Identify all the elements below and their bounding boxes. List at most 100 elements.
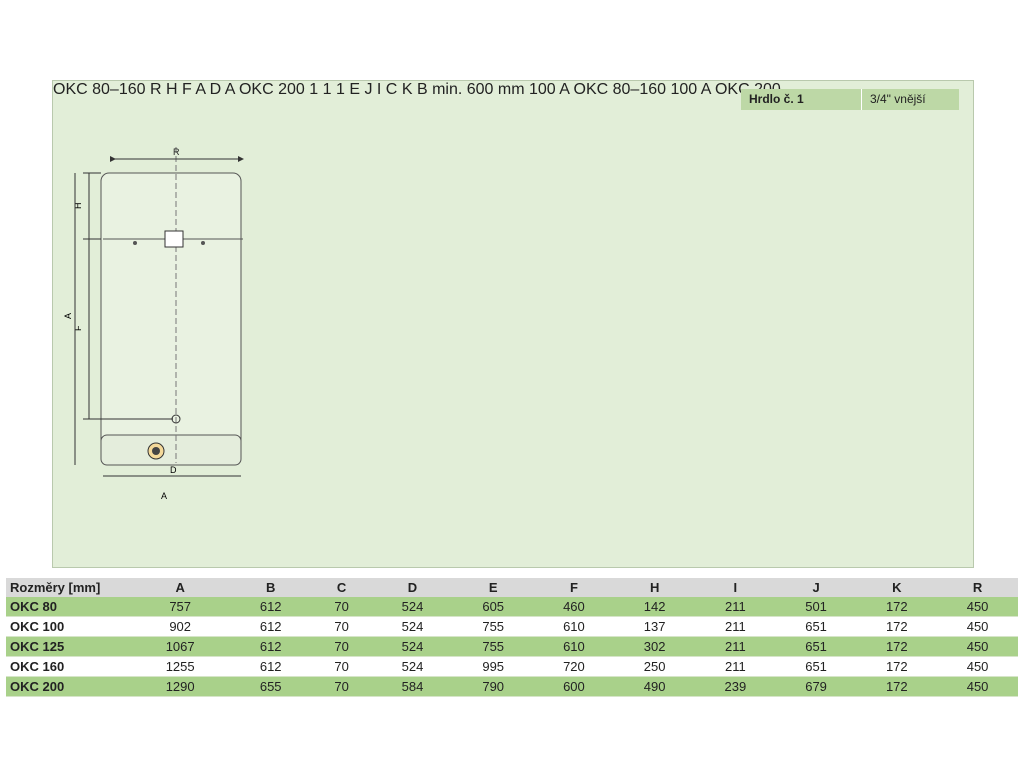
dim-value: 450 (937, 636, 1018, 657)
dim-f-1: F (73, 325, 83, 331)
dim-e: E (349, 81, 360, 98)
dim-value: 755 (452, 636, 534, 657)
model-name: OKC 80 (6, 597, 130, 617)
dim-value: 450 (937, 597, 1018, 617)
header-f: F (533, 578, 615, 597)
dim-b: B (416, 81, 428, 98)
dim-value: 584 (372, 676, 453, 697)
dim-value: 1067 (130, 636, 231, 657)
dim-value: 239 (695, 676, 776, 697)
connection-table: Hrdlo č. 1 3/4" vnější (741, 89, 959, 110)
dim-value: 450 (937, 616, 1018, 637)
dim-value: 600 (533, 676, 615, 697)
model-name: OKC 125 (6, 636, 130, 657)
dim-a-2: A (195, 81, 206, 98)
header-i: I (695, 578, 776, 597)
top-a-2: A (700, 81, 711, 98)
arrow-a-2: A (224, 81, 235, 98)
dim-value: 250 (614, 656, 695, 677)
dim-r-2: R (149, 81, 162, 98)
dim-value: 679 (775, 676, 857, 697)
dim-value: 211 (695, 656, 776, 677)
dim-value: 524 (372, 597, 453, 617)
callout-1c: 1 (335, 81, 345, 98)
dim-value: 790 (452, 676, 534, 697)
dim-i: I (376, 81, 382, 98)
dim-value: 302 (614, 636, 695, 657)
model-name: OKC 200 (6, 676, 130, 697)
dim-value: 70 (311, 656, 373, 677)
header-k: K (856, 578, 938, 597)
header-h: H (614, 578, 695, 597)
dim-value: 450 (937, 656, 1018, 677)
dim-value: 755 (452, 616, 534, 637)
dim-value: 902 (130, 616, 231, 637)
header-a: A (130, 578, 231, 597)
connection-value: 3/4" vnější (870, 92, 926, 106)
model-name: OKC 100 (6, 616, 130, 637)
dim-value: 610 (533, 636, 615, 657)
header-e: E (452, 578, 534, 597)
top-view-okc200: 100 A (670, 81, 715, 98)
dim-value: 1290 (130, 676, 231, 697)
dim-value: 211 (695, 616, 776, 637)
dim-value: 655 (230, 676, 312, 697)
dim-min-600: min. 600 mm (432, 81, 525, 98)
dim-value: 211 (695, 636, 776, 657)
top-a-1: A (559, 81, 570, 98)
dim-value: 70 (311, 597, 373, 617)
connection-label: Hrdlo č. 1 (741, 89, 862, 110)
front-view-okc200: R H F A D A (150, 81, 239, 98)
caption-okc200-front: OKC 200 (238, 81, 305, 98)
dim-value: 1255 (130, 656, 231, 677)
dim-value: 610 (533, 616, 615, 637)
dim-value: 501 (775, 597, 857, 617)
dim-value: 612 (230, 616, 312, 637)
dim-value: 757 (130, 597, 231, 617)
dim-value: 211 (695, 597, 776, 617)
dim-value: 720 (533, 656, 615, 677)
dim-value: 460 (533, 597, 615, 617)
arrow-a-1: A (161, 491, 167, 501)
dim-value: 524 (372, 616, 453, 637)
dim-value: 995 (452, 656, 534, 677)
technical-drawing: R H F A D A (63, 147, 244, 501)
dist-100-1: 100 (528, 81, 556, 98)
dim-c: C (385, 81, 398, 98)
dim-f-2: F (182, 81, 192, 98)
header-b: B (230, 578, 312, 597)
caption-okc80-160-top: OKC 80–160 (573, 81, 667, 98)
header-rozmery: Rozměry [mm] (6, 578, 130, 597)
dim-r-1: R (173, 147, 180, 157)
dim-value: 651 (775, 636, 857, 657)
top-view-okc80-160: 100 A (529, 81, 574, 98)
dim-value: 172 (856, 656, 938, 677)
dim-d-1: D (170, 465, 177, 475)
dist-100-2: 100 (670, 81, 698, 98)
dim-h-2: H (165, 81, 178, 98)
front-view-okc80-160: R H F A D A (63, 147, 244, 501)
dim-value: 612 (230, 656, 312, 677)
dim-value: 524 (372, 636, 453, 657)
dim-value: 490 (614, 676, 695, 697)
dim-value: 450 (937, 676, 1018, 697)
caption-okc80-160-front: OKC 80–160 (53, 81, 146, 98)
dim-a-1: A (63, 313, 73, 319)
dim-value: 172 (856, 616, 938, 637)
dim-k: K (401, 81, 413, 98)
diagram-panel: R H F A D A OKC 80–160 R (52, 80, 974, 568)
dim-value: 612 (230, 636, 312, 657)
header-r: R (937, 578, 1018, 597)
dim-value: 172 (856, 676, 938, 697)
dim-h-1: H (73, 203, 83, 210)
dim-value: 70 (311, 676, 373, 697)
dim-value: 172 (856, 597, 938, 617)
header-c: C (311, 578, 373, 597)
